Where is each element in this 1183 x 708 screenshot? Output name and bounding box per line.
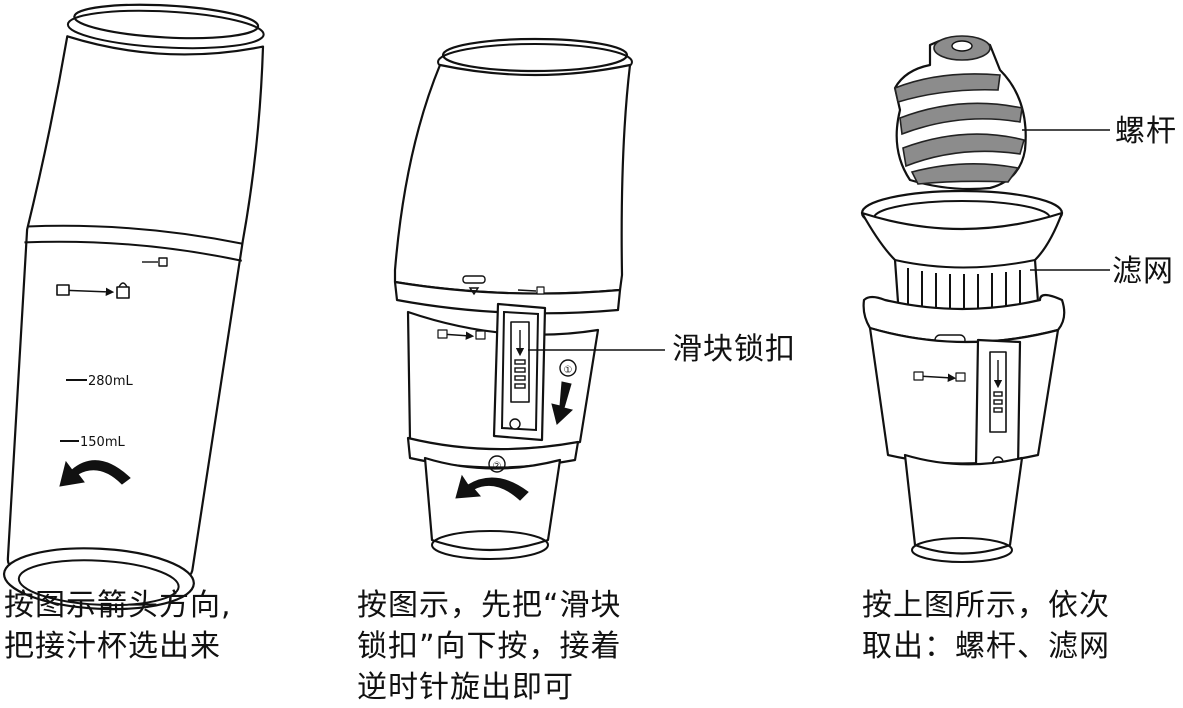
step-2-marker: ② bbox=[493, 461, 502, 472]
callout-slider-lock: 滑块锁扣 bbox=[672, 332, 796, 367]
counterclockwise-arrow-icon bbox=[59, 460, 131, 487]
step-2-caption: 按图示，先把“滑块 锁扣”向下按，接着 逆时针旋出即可 bbox=[357, 588, 622, 705]
slider-lock bbox=[492, 302, 547, 442]
unlock-to-lock-icon bbox=[56, 257, 168, 299]
figure-auger-filter bbox=[860, 35, 1110, 563]
volume-label-280: 280mL bbox=[88, 374, 133, 389]
counterclockwise-arrow-icon bbox=[455, 474, 529, 501]
step-3-caption: 按上图所示，依次 取出：螺杆、滤网 bbox=[862, 588, 1110, 664]
figure-juice-cup: 280mL 150mL bbox=[2, 3, 265, 611]
volume-mark-280: 280mL bbox=[66, 374, 133, 389]
figure-slider-lock: ① ② bbox=[393, 37, 665, 560]
auger bbox=[893, 35, 1027, 191]
volume-label-150: 150mL bbox=[80, 435, 125, 450]
down-arrow-icon bbox=[551, 381, 574, 425]
callout-filter: 滤网 bbox=[1112, 254, 1174, 289]
volume-mark-150: 150mL bbox=[60, 435, 125, 450]
step-1-caption: 按图示箭头方向, 把接汁杯选出来 bbox=[4, 588, 232, 664]
callout-auger: 螺杆 bbox=[1115, 114, 1177, 149]
step-1-marker: ① bbox=[564, 365, 573, 376]
